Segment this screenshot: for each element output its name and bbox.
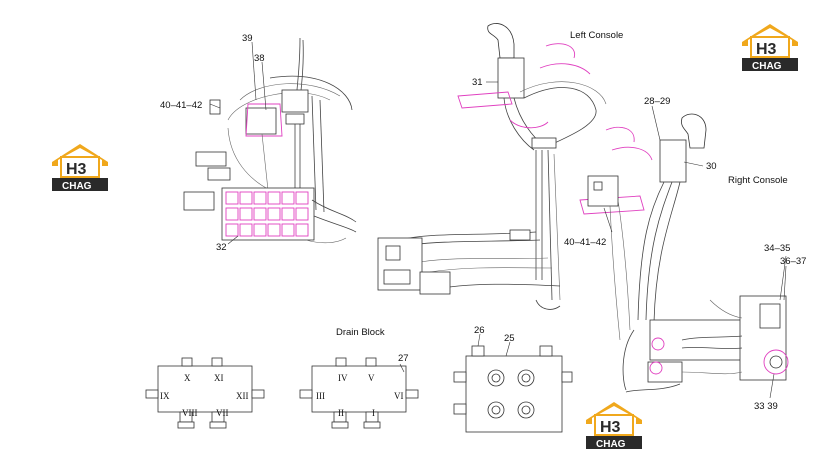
left-console-assembly xyxy=(377,23,607,310)
port-label-xi: XI xyxy=(214,373,224,383)
right-console-assembly xyxy=(579,105,789,399)
callout-28-29: 28–29 xyxy=(644,96,670,107)
title-left-console: Left Console xyxy=(570,30,623,41)
svg-text:CHAG: CHAG xyxy=(62,181,92,192)
title-right-console: Right Console xyxy=(728,175,788,186)
callout-32: 32 xyxy=(216,242,227,253)
drain-block-right: IV V III VI II I xyxy=(299,357,419,429)
port-label-ix: IX xyxy=(160,391,170,401)
port-label-xii: XII xyxy=(236,391,249,401)
svg-text:CHAG: CHAG xyxy=(596,439,626,450)
port-label-v: V xyxy=(368,373,375,383)
callout-39-top: 39 xyxy=(242,33,253,44)
port-label-ii: II xyxy=(338,408,344,418)
port-label-iv: IV xyxy=(338,373,348,383)
svg-text:H3: H3 xyxy=(600,419,621,436)
callout-31: 31 xyxy=(472,77,483,88)
callout-33-39: 33 39 xyxy=(754,401,778,412)
port-label-x: X xyxy=(184,373,191,383)
callout-30: 30 xyxy=(706,161,717,172)
logo-watermark-bottom: H3 CHAG xyxy=(586,402,642,450)
port-label-viii: VIII xyxy=(182,408,198,418)
svg-text:H3: H3 xyxy=(66,161,87,178)
logo-watermark-left: H3 CHAG xyxy=(52,144,108,192)
port-label-vi: VI xyxy=(394,391,404,401)
valve-block-25 xyxy=(453,333,573,433)
valve-bank-assembly xyxy=(183,37,357,245)
callout-34-35: 34–35 xyxy=(764,243,790,254)
callout-26: 26 xyxy=(474,325,485,336)
callout-36-37: 36–37 xyxy=(780,256,806,267)
port-label-iii: III xyxy=(316,391,325,401)
svg-text:H3: H3 xyxy=(756,41,777,58)
callout-27: 27 xyxy=(398,353,409,364)
drain-block-left: X XI IX XII VIII VII xyxy=(145,357,265,429)
title-drain-block: Drain Block xyxy=(336,327,385,338)
callout-25: 25 xyxy=(504,333,515,344)
callout-40-41-42-right: 40–41–42 xyxy=(564,237,606,248)
port-label-vii: VII xyxy=(216,408,229,418)
port-label-i: I xyxy=(372,408,375,418)
callout-40-41-42-left: 40–41–42 xyxy=(160,100,202,111)
logo-watermark-top-right: H3 CHAG xyxy=(742,24,798,72)
svg-text:CHAG: CHAG xyxy=(752,61,782,72)
callout-38: 38 xyxy=(254,53,265,64)
